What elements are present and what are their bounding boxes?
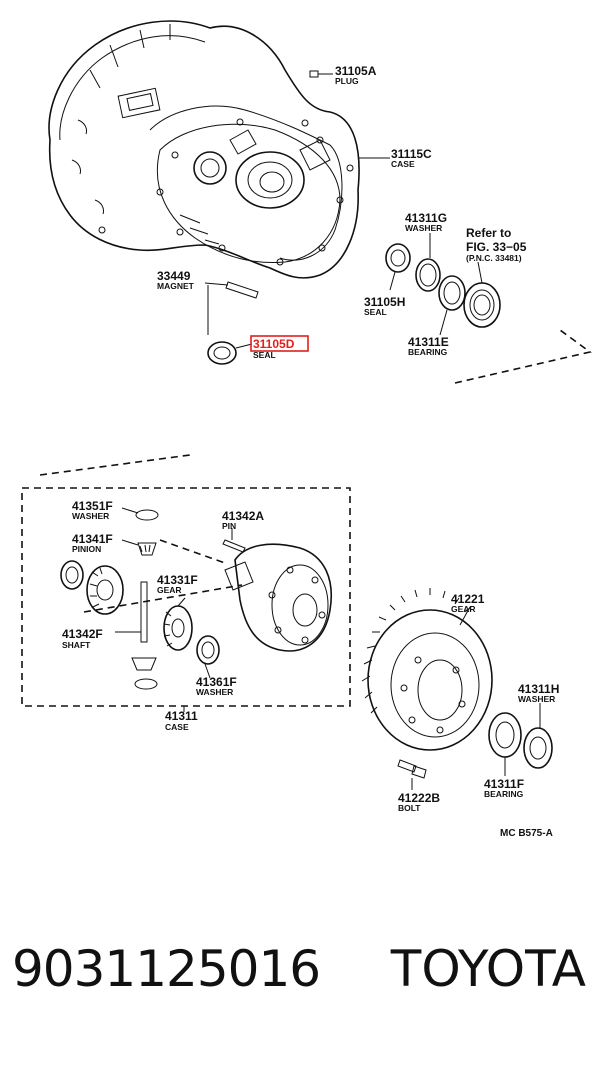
label-41351f-number: 41351F	[72, 499, 113, 513]
label-31115c-number: 31115C	[391, 147, 432, 161]
label-41342a-desc: PIN	[222, 521, 236, 531]
label-31105d-number[interactable]: 31105D	[253, 337, 295, 351]
footer-part-number: 9031125016	[12, 940, 321, 998]
washer-41311h-part	[523, 727, 553, 769]
ring-gear-41221-part	[361, 588, 493, 751]
label-41311g-number: 41311G	[405, 211, 447, 225]
transaxle-case-drawing	[48, 20, 360, 279]
label-31105a-desc: PLUG	[335, 76, 359, 86]
lower-pinion-part	[131, 657, 158, 690]
reference-line2: FIG. 33−05	[466, 240, 527, 254]
side-gear-41331f-part	[163, 605, 193, 651]
label-41311-desc: CASE	[165, 722, 189, 732]
magnet-part	[225, 281, 259, 299]
left-side-washer-part	[60, 560, 84, 590]
footer: 9031125016 TOYOTA	[0, 940, 600, 1040]
label-41342f-number: 41342F	[62, 627, 103, 641]
bolt-41222b-part	[397, 759, 427, 779]
footer-brand: TOYOTA	[390, 940, 586, 998]
pinion-41341f-part	[137, 542, 157, 556]
label-31105h-number: 31105H	[364, 295, 405, 309]
label-33449-desc: MAGNET	[157, 281, 195, 291]
washer-41361f-part	[196, 635, 220, 665]
label-41311e-number: 41311E	[408, 335, 449, 349]
label-41351f-desc: WASHER	[72, 511, 109, 521]
label-31105a-number: 31105A	[335, 64, 377, 78]
label-41342f-desc: SHAFT	[62, 640, 91, 650]
washer-41311g-part	[415, 258, 441, 292]
left-side-gear-part	[86, 565, 124, 615]
label-41221-number: 41221	[451, 592, 485, 606]
label-41221-desc: GEAR	[451, 604, 476, 614]
seal-31105h-part	[385, 243, 411, 273]
highlight-box	[250, 335, 309, 352]
washer-41351f-part	[135, 509, 159, 521]
label-41331f-number: 41331F	[157, 573, 198, 587]
label-31105d-desc: SEAL	[253, 350, 276, 360]
label-41222b-number: 41222B	[398, 791, 440, 805]
label-31115c-desc: CASE	[391, 159, 415, 169]
parts-diagram: 31105A PLUG 31115C CASE 41311G WASHER Re…	[21, 20, 592, 839]
label-41311e-desc: BEARING	[408, 347, 448, 357]
figure-code: MC B575-A	[500, 828, 553, 839]
label-41311-number: 41311	[165, 709, 198, 723]
label-41361f-desc: WASHER	[196, 687, 233, 697]
label-41311f-desc: BEARING	[484, 789, 524, 799]
pin-41342a-part	[222, 539, 246, 553]
label-31105h-desc: SEAL	[364, 307, 387, 317]
label-41311f-number: 41311F	[484, 777, 524, 791]
reference-line3: (P.N.C. 33481)	[466, 253, 522, 263]
reference-line1: Refer to	[466, 226, 511, 240]
label-41311h-desc: WASHER	[518, 694, 555, 704]
label-41222b-desc: BOLT	[398, 803, 421, 813]
seal-31105d-part	[207, 341, 237, 365]
label-41311h-number: 41311H	[518, 682, 559, 696]
label-33449-number: 33449	[157, 269, 191, 283]
label-41341f-desc: PINION	[72, 544, 101, 554]
label-41361f-number: 41361F	[196, 675, 237, 689]
label-41311g-desc: WASHER	[405, 223, 442, 233]
bearing-41311e-part	[438, 275, 501, 328]
label-41342a-number: 41342A	[222, 509, 264, 523]
differential-case-drawing	[224, 543, 332, 652]
shaft-41342f-part	[140, 581, 148, 643]
bearing-41311f-part	[488, 712, 522, 758]
plug-part	[309, 70, 319, 78]
label-41341f-number: 41341F	[72, 532, 113, 546]
label-41331f-desc: GEAR	[157, 585, 182, 595]
